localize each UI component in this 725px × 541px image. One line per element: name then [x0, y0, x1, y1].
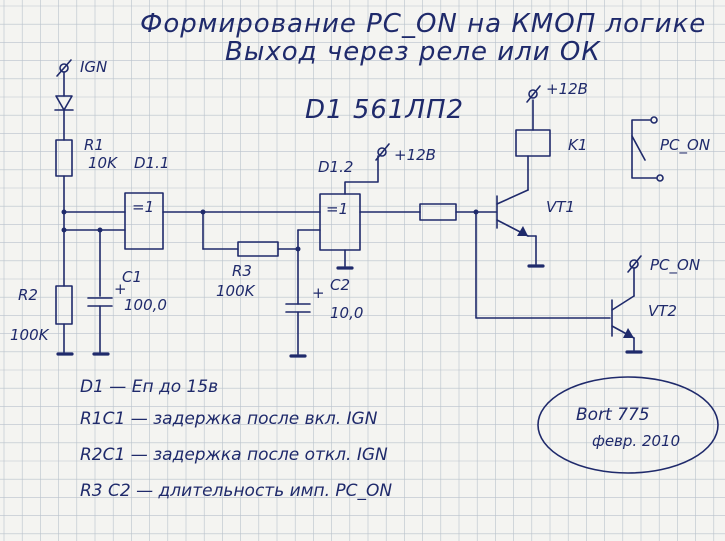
title-line-1: Формирование PC_ON на КМОП логике: [140, 9, 706, 39]
diode: [54, 95, 74, 111]
author-name: Bort 775: [576, 405, 650, 425]
label-k1: K1: [568, 136, 587, 154]
label-plus12-k1: +12В: [546, 80, 588, 98]
label-c2-plus: +: [312, 284, 325, 302]
vcc-terminal-k1: [526, 85, 541, 103]
note-line: R1C1 — задержка после вкл. IGN: [80, 409, 378, 429]
label-r3-value: 100K: [216, 282, 256, 300]
transistor-vt2: [611, 295, 635, 339]
pc-on-oc-terminal: [627, 255, 642, 273]
label-c2: C2: [330, 276, 350, 294]
label-c1-plus: +: [114, 280, 127, 298]
label-ign: IGN: [80, 58, 107, 76]
transistor-vt1: [496, 189, 529, 237]
note-line: R3 C2 — длительность имп. PC_ON: [80, 481, 392, 501]
relay-k1-contact: [631, 116, 664, 182]
label-c2-value: 10,0: [330, 304, 363, 322]
vcc-terminal-d1-2: [375, 143, 390, 161]
author-date: февр. 2010: [592, 432, 680, 450]
label-d1-2: D1.2: [318, 158, 353, 176]
label-r2: R2: [18, 286, 38, 304]
note-line: D1 — Еп до 15в: [80, 377, 218, 397]
junction: [97, 227, 103, 233]
title-line-2: Выход через реле или ОК: [225, 37, 601, 67]
chip-label: D1 561ЛП2: [305, 95, 464, 125]
gate-d1-2: [319, 193, 361, 251]
note-line: R2C1 — задержка после откл. IGN: [80, 445, 388, 465]
junction: [295, 246, 301, 252]
relay-k1-coil: [515, 129, 551, 157]
label-r3: R3: [232, 262, 252, 280]
gate-d1-2-symbol: =1: [326, 200, 348, 218]
label-c1: C1: [122, 268, 142, 286]
label-vt2: VT2: [648, 302, 677, 320]
label-r1: R1: [84, 136, 104, 154]
junction: [200, 209, 206, 215]
gate-d1-1: [124, 192, 164, 250]
gate-d1-1-symbol: =1: [132, 198, 154, 216]
label-d1-1: D1.1: [134, 154, 169, 172]
author-stamp-ellipse: [537, 376, 719, 474]
label-pc-on-oc: PC_ON: [650, 256, 700, 275]
label-c1-value: 100,0: [124, 296, 167, 314]
label-pc-on-relay: PC_ON: [660, 136, 710, 155]
junction: [61, 227, 67, 233]
label-r2-value: 100K: [10, 326, 50, 344]
label-plus12-d1-2: +12В: [394, 146, 436, 164]
label-vt1: VT1: [546, 198, 575, 216]
label-r1-value: 10K: [88, 154, 118, 172]
wire-gate2-vcc: [344, 155, 379, 195]
junction: [61, 209, 67, 215]
resistor-r3: [237, 241, 279, 257]
wire-to-vt2-base: [475, 211, 611, 319]
